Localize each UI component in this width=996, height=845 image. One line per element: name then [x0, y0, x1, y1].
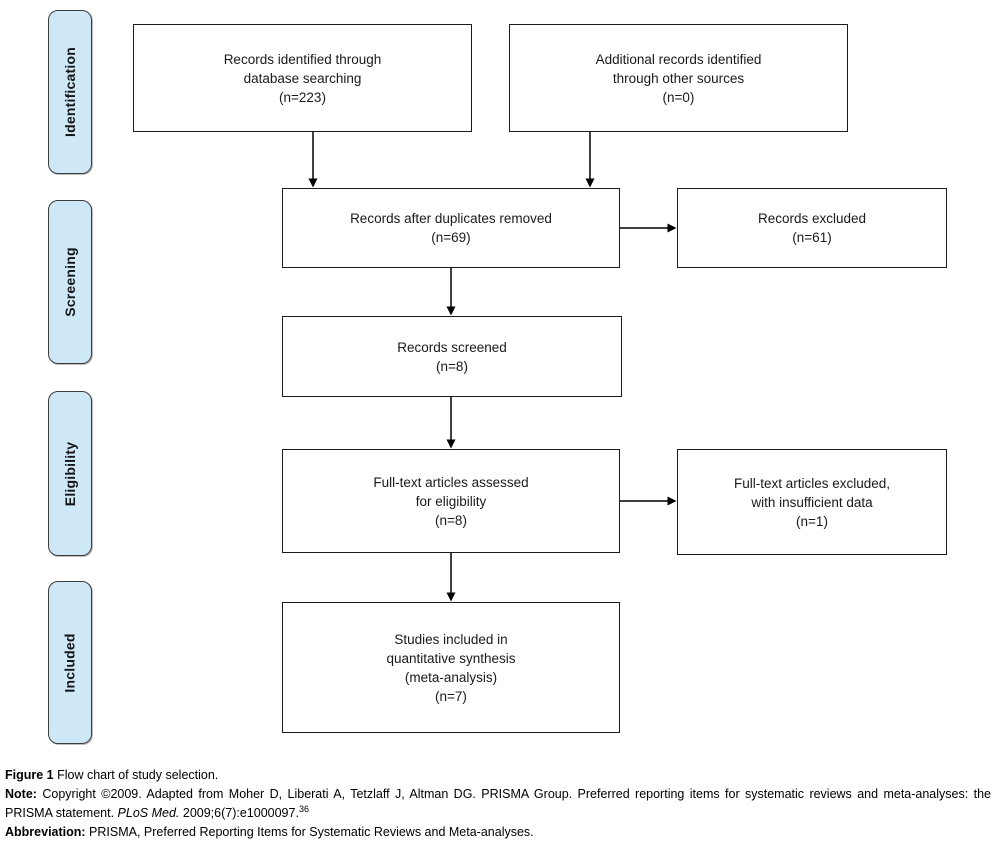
note-text: Copyright ©2009. Adapted from Moher D, L…	[5, 787, 991, 820]
stage-identification: Identification	[48, 10, 92, 174]
note-reference-number: 36	[298, 803, 309, 814]
node-additional-records: Additional records identified through ot…	[509, 24, 848, 132]
node-records-excluded: Records excluded (n=61)	[677, 188, 947, 268]
caption-note-line: Note: Copyright ©2009. Adapted from Mohe…	[5, 785, 991, 823]
caption-abbreviation-line: Abbreviation: PRISMA, Preferred Reportin…	[5, 823, 991, 842]
abbreviation-text: PRISMA, Preferred Reporting Items for Sy…	[85, 825, 534, 839]
node-studies-included: Studies included in quantitative synthes…	[282, 602, 620, 733]
node-duplicates-removed: Records after duplicates removed (n=69)	[282, 188, 620, 268]
figure-label: Figure 1	[5, 768, 54, 782]
stage-eligibility-label: Eligibility	[62, 441, 78, 506]
figure-caption: Figure 1 Flow chart of study selection. …	[5, 766, 991, 842]
note-label: Note:	[5, 787, 37, 801]
stage-eligibility: Eligibility	[48, 391, 92, 556]
stage-identification-label: Identification	[62, 47, 79, 137]
note-journal: PLoS Med.	[117, 806, 180, 820]
caption-figure-line: Figure 1 Flow chart of study selection.	[5, 766, 991, 785]
node-records-screened: Records screened (n=8)	[282, 316, 622, 397]
prisma-flow-diagram: Identification Screening Eligibility Inc…	[48, 10, 947, 744]
stage-screening: Screening	[48, 200, 92, 364]
stage-included: Included	[48, 581, 92, 744]
abbreviation-label: Abbreviation:	[5, 825, 86, 839]
stage-screening-label: Screening	[62, 247, 78, 317]
node-fulltext-excluded: Full-text articles excluded, with insuff…	[677, 449, 947, 555]
node-fulltext-assessed: Full-text articles assessed for eligibil…	[282, 449, 620, 553]
figure-title: Flow chart of study selection.	[53, 768, 219, 782]
node-records-identified: Records identified through database sear…	[133, 24, 472, 132]
stage-included-label: Included	[62, 632, 79, 693]
note-citation: 2009;6(7):e1000097.	[179, 806, 299, 820]
